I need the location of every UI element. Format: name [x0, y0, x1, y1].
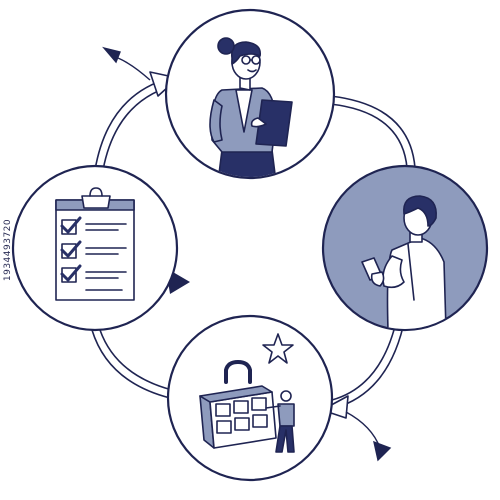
person-with-organizer-case-icon — [166, 314, 334, 482]
arrow-tail-bottom-icon — [373, 440, 392, 462]
arrow-tail-top-line — [117, 57, 151, 81]
image-id-label-container: 1934493720 — [0, 0, 16, 500]
arrow-tails — [102, 46, 392, 462]
arc-bottom-to-left — [91, 329, 171, 399]
cycle-arcs — [91, 77, 416, 409]
arrow-tail-top-icon — [102, 46, 121, 64]
star-icon — [262, 333, 294, 364]
arc-left-to-top-inner — [102, 85, 173, 171]
man-with-phone-icon — [321, 164, 489, 332]
arc-right-to-bottom-inner — [331, 317, 398, 401]
businesswoman-with-tablet-icon — [164, 8, 336, 180]
arc-top-to-right-inner — [329, 103, 408, 169]
arrow-head-bottom-icon — [321, 395, 349, 419]
arc-bottom-to-left-inner — [99, 329, 173, 391]
arrow-tail-bottom-line — [345, 411, 381, 449]
checklist-clipboard-icon — [11, 164, 179, 332]
image-id-label: 1934493720 — [3, 218, 14, 282]
arc-top-to-right — [329, 95, 416, 169]
